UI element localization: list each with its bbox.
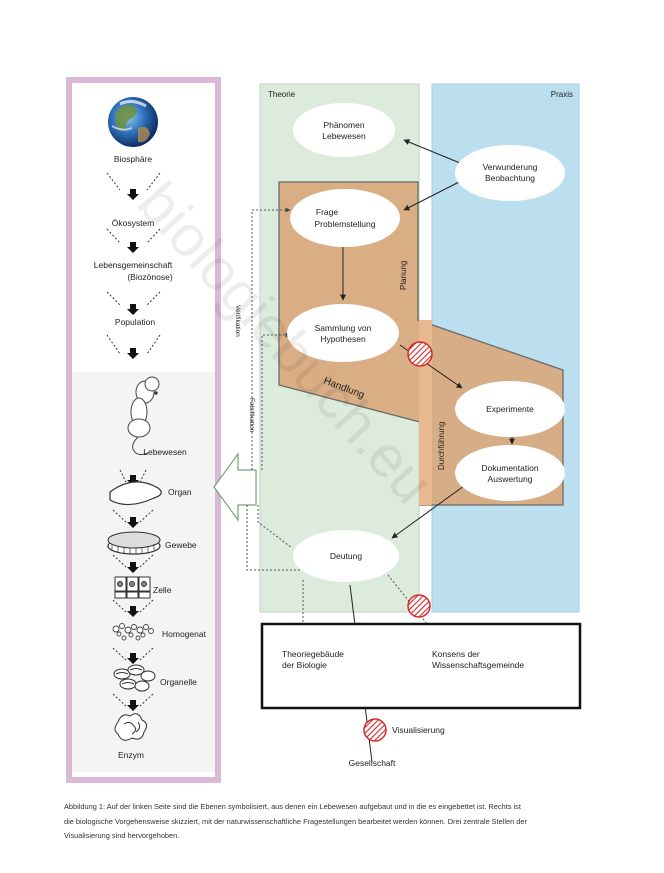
svg-text:Konsens der: Konsens der bbox=[432, 649, 480, 659]
funnel-lines bbox=[106, 172, 161, 707]
node-question: Frage Problemstellung bbox=[290, 189, 400, 247]
node-theory-building: Theoriegebäude der Biologie bbox=[282, 649, 344, 670]
down-arrow-icon bbox=[127, 700, 139, 711]
highlight-marker-1 bbox=[407, 341, 433, 367]
homogenate-icon bbox=[112, 623, 154, 641]
planning-label: Planung bbox=[399, 261, 408, 290]
level-organism: Lebewesen bbox=[143, 447, 187, 457]
down-arrow-icon bbox=[127, 348, 139, 359]
theory-label: Theorie bbox=[268, 90, 296, 99]
svg-text:der Biologie: der Biologie bbox=[282, 660, 327, 670]
level-tissue: Gewebe bbox=[165, 540, 197, 550]
svg-text:Hypothesen: Hypothesen bbox=[320, 334, 366, 344]
node-wonder: Verwunderung Beobachtung bbox=[455, 145, 565, 201]
svg-text:Sammlung von: Sammlung von bbox=[315, 323, 372, 333]
verification-label: Verifikation bbox=[234, 305, 241, 337]
lower-panel-shade bbox=[72, 372, 215, 772]
node-experiments: Experimente bbox=[455, 381, 565, 437]
level-ecosystem: Ökosystem bbox=[112, 218, 155, 228]
earth-icon bbox=[108, 97, 158, 147]
organ-icon bbox=[109, 481, 162, 506]
back-arrow bbox=[213, 452, 257, 522]
down-arrow-icon bbox=[127, 606, 139, 617]
svg-text:Frage: Frage bbox=[316, 207, 338, 217]
highlight-marker-2 bbox=[407, 594, 431, 618]
caption-line-2: die biologische Vorgehensweise skizziert… bbox=[64, 816, 527, 826]
down-arrow-icon bbox=[127, 653, 139, 664]
down-arrow-icon bbox=[127, 475, 139, 486]
level-organ: Organ bbox=[168, 487, 192, 497]
figure-caption: Abbildung 1: Auf der linken Seite sind d… bbox=[64, 800, 604, 844]
level-community: Lebensgemeinschaft bbox=[94, 260, 173, 270]
level-organelle: Organelle bbox=[160, 677, 197, 687]
down-arrow-icon bbox=[127, 189, 139, 200]
tissue-icon bbox=[107, 531, 161, 555]
svg-text:Auswertung: Auswertung bbox=[488, 474, 533, 484]
node-phenomena: Phänomen Lebewesen bbox=[293, 103, 395, 157]
node-hypotheses: Sammlung von Hypothesen bbox=[287, 304, 399, 362]
svg-text:Phänomen: Phänomen bbox=[323, 120, 364, 130]
down-arrow-icon bbox=[127, 304, 139, 315]
execution-label: Durchführung bbox=[437, 422, 446, 470]
levels-panel bbox=[66, 77, 221, 783]
highlight-marker-3 bbox=[363, 718, 387, 742]
level-enzyme: Enzym bbox=[118, 750, 144, 760]
results-box bbox=[260, 622, 582, 710]
level-biosphere: Biosphäre bbox=[114, 154, 153, 164]
down-arrow-icon bbox=[127, 517, 139, 528]
level-population: Population bbox=[115, 317, 155, 327]
falsification-label: Falsifikation bbox=[248, 398, 255, 433]
practice-label: Praxis bbox=[551, 90, 573, 99]
node-society: Gesellschaft bbox=[349, 758, 396, 768]
level-cell: Zelle bbox=[153, 585, 172, 595]
svg-text:Theoriegebäude: Theoriegebäude bbox=[282, 649, 344, 659]
down-arrow-icon bbox=[127, 562, 139, 573]
caption-line-3: Visualisierung sind hervorgehoben. bbox=[64, 831, 180, 841]
svg-text:Beobachtung: Beobachtung bbox=[485, 173, 535, 183]
svg-text:Problemstellung: Problemstellung bbox=[315, 219, 376, 229]
caption-line-1: Abbildung 1: Auf der linken Seite sind d… bbox=[64, 802, 521, 811]
level-homogenate: Homogenat bbox=[162, 629, 207, 639]
down-arrows bbox=[127, 189, 139, 711]
svg-text:Verwunderung: Verwunderung bbox=[483, 162, 538, 172]
node-interpretation: Deutung bbox=[293, 530, 399, 582]
mouse-icon bbox=[127, 376, 160, 456]
svg-text:Experimente: Experimente bbox=[486, 404, 534, 414]
level-community-sub: (Biozönose) bbox=[127, 272, 173, 282]
visualisation-label: Visualisierung bbox=[392, 725, 445, 735]
level-labels: Biosphäre Ökosystem Lebensgemeinschaft (… bbox=[94, 154, 207, 760]
svg-text:Dokumentation: Dokumentation bbox=[481, 463, 538, 473]
down-arrow-icon bbox=[127, 242, 139, 253]
svg-text:Lebewesen: Lebewesen bbox=[322, 131, 366, 141]
organelle-icon bbox=[113, 664, 156, 692]
node-documentation: Dokumentation Auswertung bbox=[455, 445, 565, 501]
cells-icon bbox=[114, 576, 151, 599]
svg-text:Wissenschaftsgemeinde: Wissenschaftsgemeinde bbox=[432, 660, 524, 670]
svg-text:Deutung: Deutung bbox=[330, 551, 362, 561]
node-consensus: Konsens der Wissenschaftsgemeinde bbox=[432, 649, 524, 670]
enzyme-icon bbox=[114, 713, 148, 741]
